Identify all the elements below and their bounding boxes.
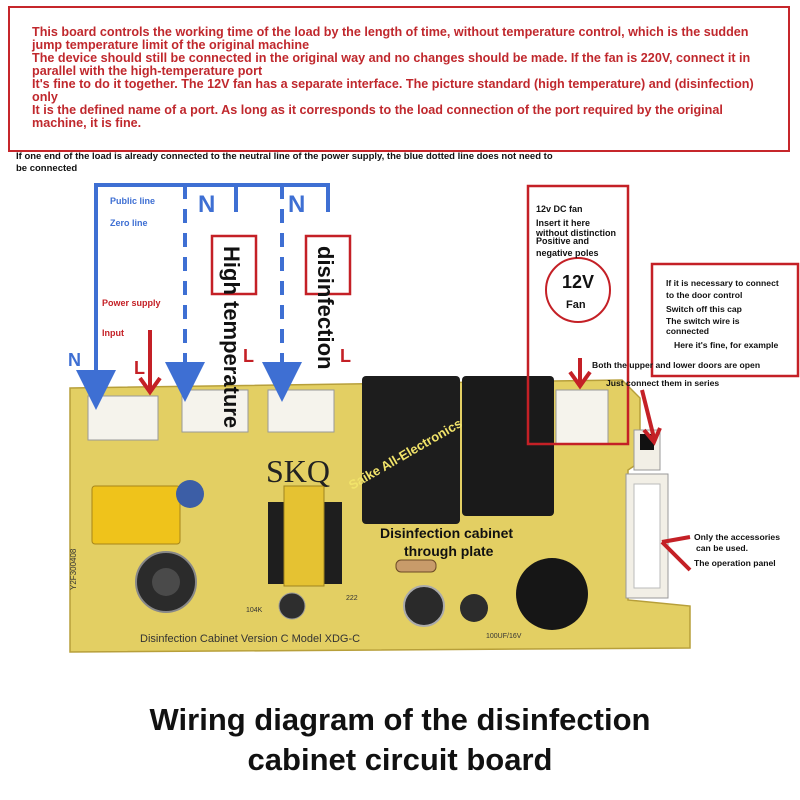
board-center-line-2: through plate [404, 543, 494, 559]
buzzer [516, 558, 588, 630]
board-skq-text: SKQ [266, 453, 330, 489]
fan-12v-label: 12V [562, 272, 594, 292]
blue-capacitor [176, 480, 204, 508]
relay-2 [462, 376, 554, 516]
fan-circle [545, 257, 611, 323]
l-label-high: L [243, 346, 254, 366]
notice-line-1: This board controls the working time of … [32, 25, 749, 52]
input-label: Input [102, 328, 124, 338]
notice-line-3: It's fine to do it together. The 12V fan… [32, 77, 754, 104]
door-callout-text: If it is necessary to connect to the doo… [592, 278, 779, 388]
fan-line-1: 12v DC fan [536, 204, 583, 214]
l-label-input: L [134, 358, 145, 378]
board-center-line-1: Disinfection cabinet [380, 525, 513, 541]
board-cap-code: 104K [246, 607, 263, 614]
fan-text-label: Fan [566, 299, 586, 311]
board-version-text: Disinfection Cabinet Version C Model XDG… [140, 633, 360, 645]
door-callout-box [650, 262, 800, 378]
notice-line-2: The device should still be connected in … [32, 51, 751, 78]
diagram-title-line-1: Wiring diagram of the disinfection [149, 702, 651, 737]
door-line-8: Just connect them in series [606, 378, 719, 388]
panel-note: Only the accessories can be used. The op… [694, 532, 780, 568]
board-cap2-code: 100UF/16V [486, 633, 522, 640]
x-capacitor [91, 485, 181, 545]
relay-1 [362, 376, 460, 524]
fan-line-5: negative poles [536, 248, 599, 258]
fan-callout-box [526, 184, 630, 446]
fan-line-3: without distinction [535, 228, 616, 238]
terminal-disinfection [267, 389, 335, 433]
board-side-code: Y2F300408 [69, 548, 78, 590]
label-frames [210, 184, 800, 446]
board-res-code: 222 [346, 595, 358, 602]
red-wires [138, 330, 692, 572]
notice-line-4: It is the defined name of a port. As lon… [32, 103, 723, 130]
fan-line-4: Positive and [536, 236, 589, 246]
diagram-title: Wiring diagram of the disinfection cabin… [0, 700, 800, 780]
disinfection-label: disinfection [313, 246, 338, 369]
panel-line-1: Only the accessories [694, 532, 780, 542]
l-label-disinf: L [340, 346, 351, 366]
n-label-input: N [68, 350, 81, 370]
door-line-2: to the door control [666, 290, 742, 300]
door-line-3: Switch off this cap [666, 304, 742, 314]
n-label-high: N [198, 191, 215, 218]
door-line-4: The switch wire is [666, 316, 740, 326]
door-line-6: Here it's fine, for example [674, 340, 778, 350]
neutral-line-note: If one end of the load is already connec… [16, 151, 553, 174]
panel-line-2: can be used. [696, 543, 748, 553]
door-line-7: Both the upper and lower doors are open [592, 360, 760, 370]
terminal-input [87, 395, 159, 441]
n-label-disinf: N [288, 191, 305, 218]
terminal-fan [555, 389, 609, 445]
high-temperature-label: High temperature [219, 246, 244, 428]
diagram-title-line-2: cabinet circuit board [247, 742, 553, 777]
notice-box: This board controls the working time of … [8, 6, 790, 152]
zero-line-label: Zero line [110, 218, 148, 228]
fan-callout-text: 12v DC fan Insert it here without distin… [535, 204, 616, 258]
circuit-board [69, 376, 691, 653]
fan-line-2: Insert it here [536, 218, 590, 228]
wiring-diagram: Public line Zero line N N Power supply I… [68, 183, 800, 653]
door-line-5: connected [666, 326, 709, 336]
blue-wires [76, 183, 330, 410]
door-line-1: If it is necessary to connect [666, 278, 779, 288]
public-line-label: Public line [110, 196, 155, 206]
power-supply-label: Power supply [102, 298, 161, 308]
panel-line-3: The operation panel [694, 558, 776, 568]
